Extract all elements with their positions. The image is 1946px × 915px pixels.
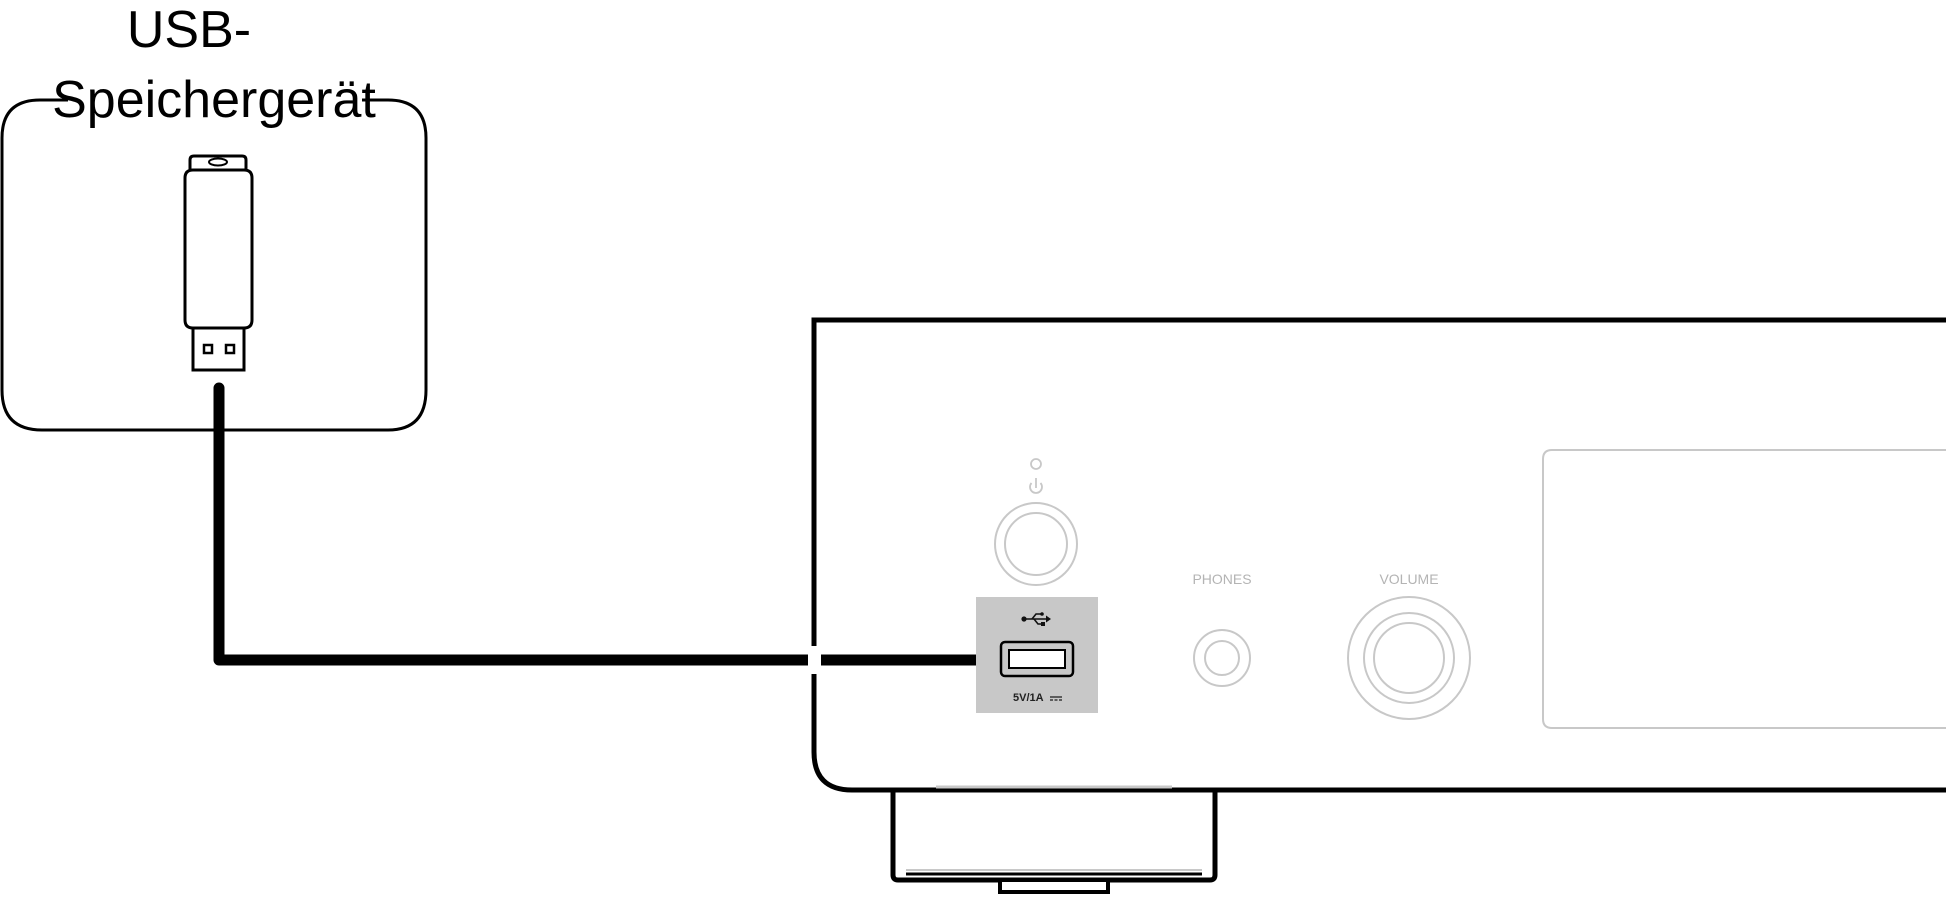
usb-rating-label: 5V/1A — [1013, 692, 1044, 704]
device-front-panel: 5V/1A PHONES VOLUME — [808, 317, 1946, 894]
usb-stick-icon — [183, 154, 254, 372]
usb-device-callout: USB- Speichergerät — [0, 1, 428, 432]
volume-label: VOLUME — [1379, 571, 1438, 587]
phones-jack[interactable] — [1193, 629, 1251, 687]
standby-indicator — [1030, 458, 1042, 470]
phones-label: PHONES — [1192, 571, 1251, 587]
usb-port[interactable] — [999, 640, 1075, 678]
device-label-line1: USB- — [127, 1, 251, 59]
panel-outline — [811, 317, 1946, 793]
disc-tray — [890, 785, 1218, 894]
display-window — [1542, 449, 1946, 729]
power-button[interactable] — [994, 502, 1078, 586]
device-label-line2: Speichergerät — [52, 71, 376, 129]
usb-trident-icon — [1021, 612, 1051, 626]
usb-port-area: 5V/1A — [976, 597, 1098, 713]
power-icon — [1029, 478, 1043, 494]
usb-cable — [213, 382, 1046, 666]
dc-current-icon — [1050, 696, 1062, 701]
volume-knob[interactable] — [1347, 596, 1471, 720]
